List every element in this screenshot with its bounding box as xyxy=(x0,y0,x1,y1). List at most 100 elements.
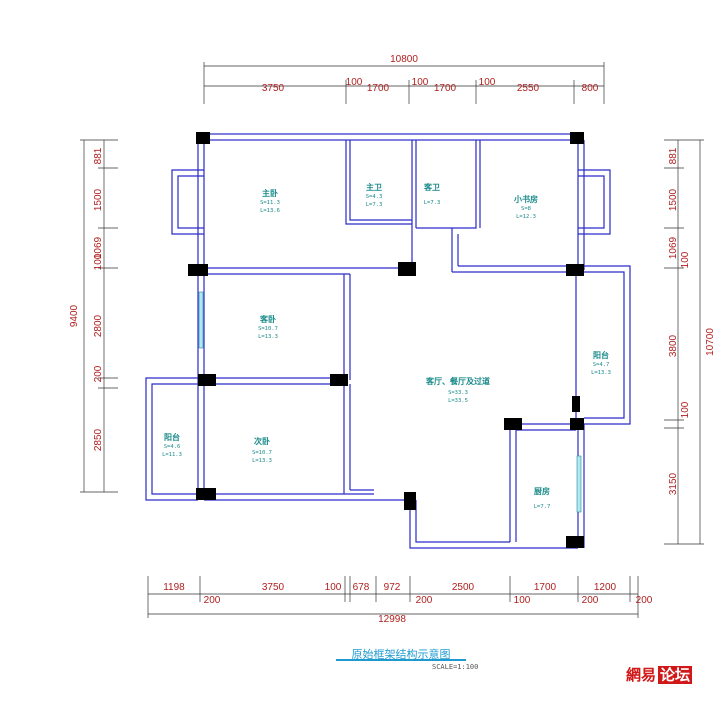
bottom-dimensions: 1198 3750 100 678 972 2500 1700 1200 200… xyxy=(147,576,653,625)
dim-bottom-low-4: 200 xyxy=(582,595,599,606)
room-name: 客厅、餐厅及过道 xyxy=(425,376,490,386)
room-perimeter: L=13.6 xyxy=(260,208,280,214)
room-master-bath: 主卫 S=4.3 L=7.3 xyxy=(366,182,383,208)
dim-bottom-5: 972 xyxy=(384,582,401,593)
dim-top-6: 100 xyxy=(479,77,496,88)
drawing-title: 原始框架结构示意图 xyxy=(351,648,451,661)
column xyxy=(404,492,416,510)
dim-left-2: 1500 xyxy=(93,188,104,211)
dim-right-4: 100 xyxy=(680,251,691,268)
room-perimeter: L=7.7 xyxy=(534,504,551,510)
column xyxy=(398,262,416,276)
window-guest-bedroom xyxy=(198,291,204,349)
watermark-text: 網易 xyxy=(626,666,657,684)
column xyxy=(188,264,208,276)
room-area: S=4.7 xyxy=(593,362,610,368)
windows xyxy=(198,291,582,513)
column xyxy=(196,132,210,144)
dim-left-total: 9400 xyxy=(69,304,80,327)
room-perimeter: L=13.3 xyxy=(252,458,272,464)
room-perimeter: L=12.3 xyxy=(516,214,536,220)
room-guest-bedroom: 客卧 S=10.7 L=13.3 xyxy=(258,314,278,340)
columns xyxy=(188,132,584,548)
dim-bottom-low-5: 200 xyxy=(636,595,653,606)
left-dimensions: 9400 881 1500 1069 100 2800 200 2850 xyxy=(69,139,118,493)
dim-top-5: 1700 xyxy=(434,83,457,94)
dim-bottom-low-3: 100 xyxy=(514,595,531,606)
dim-top-4: 100 xyxy=(412,77,429,88)
right-dimensions: 881 1500 1069 100 3800 100 3150 10700 xyxy=(664,139,716,545)
dim-right-5: 3800 xyxy=(668,334,679,357)
dim-bottom-8: 1200 xyxy=(594,582,617,593)
room-kitchen: 厨房 L=7.7 xyxy=(534,486,551,510)
room-area: S=4.3 xyxy=(366,194,383,200)
room-area: S=10.7 xyxy=(258,326,278,332)
dim-bottom-low-1: 200 xyxy=(204,595,221,606)
dim-left-3: 1069 xyxy=(93,236,104,259)
column xyxy=(572,396,580,412)
dim-left-1: 881 xyxy=(93,147,104,164)
dim-top-7: 2550 xyxy=(517,83,540,94)
dim-right-6: 100 xyxy=(680,401,691,418)
window-kitchen xyxy=(576,455,582,513)
room-living-dining: 客厅、餐厅及过道 S=33.3 L=33.5 xyxy=(425,376,490,404)
room-perimeter: L=33.5 xyxy=(448,398,468,404)
watermark-logo: 網易论坛 xyxy=(626,664,693,685)
room-name: 客卧 xyxy=(259,314,276,324)
room-name: 阳台 xyxy=(164,432,180,442)
dim-top-1: 3750 xyxy=(262,83,285,94)
column xyxy=(504,418,522,430)
dim-left-5: 2800 xyxy=(93,314,104,337)
dim-bottom-4: 678 xyxy=(353,582,370,593)
column xyxy=(196,488,216,500)
drawing-scale: SCALE=1:100 xyxy=(432,663,479,671)
room-perimeter: L=13.3 xyxy=(591,370,611,376)
room-name: 次卧 xyxy=(254,436,270,446)
room-name: 阳台 xyxy=(593,350,609,360)
room-perimeter: L=7.3 xyxy=(424,200,441,206)
room-perimeter: L=11.3 xyxy=(162,452,182,458)
room-area: S=11.3 xyxy=(260,200,280,206)
dim-top-total: 10800 xyxy=(390,54,418,65)
dim-right-2: 1500 xyxy=(668,188,679,211)
room-area: S=33.3 xyxy=(448,390,468,396)
title-underline xyxy=(336,659,466,661)
room-perimeter: L=13.3 xyxy=(258,334,278,340)
dim-bottom-7: 1700 xyxy=(534,582,557,593)
top-dimensions: 10800 3750 100 1700 100 1700 100 2550 80… xyxy=(203,54,605,104)
dim-top-2: 100 xyxy=(346,77,363,88)
dim-bottom-3: 100 xyxy=(325,582,342,593)
room-name: 客卫 xyxy=(423,182,440,192)
room-name: 厨房 xyxy=(534,486,550,496)
dim-bottom-2: 3750 xyxy=(262,582,285,593)
room-area: S=8 xyxy=(521,206,531,212)
room-balcony-left: 阳台 S=4.6 L=11.3 xyxy=(162,432,182,458)
room-area: S=4.6 xyxy=(164,444,181,450)
column xyxy=(566,536,584,548)
room-guest-bath: 客卫 L=7.3 xyxy=(423,182,440,206)
dim-bottom-total: 12998 xyxy=(378,614,406,625)
walls xyxy=(145,133,631,549)
room-area: S=10.7 xyxy=(252,450,272,456)
column xyxy=(198,374,216,386)
dim-right-1: 881 xyxy=(668,147,679,164)
column xyxy=(330,374,348,386)
dim-right-total: 10700 xyxy=(705,328,716,356)
room-name: 主卧 xyxy=(262,188,278,198)
room-perimeter: L=7.3 xyxy=(366,202,383,208)
dim-bottom-low-2: 200 xyxy=(416,595,433,606)
column xyxy=(570,132,584,144)
room-name: 主卫 xyxy=(366,182,382,192)
room-second-bedroom: 次卧 S=10.7 L=13.3 xyxy=(252,436,272,464)
room-balcony-right: 阳台 S=4.7 L=13.3 xyxy=(591,350,611,376)
dim-bottom-1: 1198 xyxy=(163,582,185,593)
dim-bottom-6: 2500 xyxy=(452,582,475,593)
dim-top-8: 800 xyxy=(582,83,599,94)
column xyxy=(566,264,584,276)
dim-left-7: 2850 xyxy=(93,428,104,451)
column xyxy=(570,418,584,430)
dim-right-7: 3150 xyxy=(668,472,679,495)
watermark-box: 论坛 xyxy=(658,666,693,684)
room-name: 小书房 xyxy=(513,194,538,204)
